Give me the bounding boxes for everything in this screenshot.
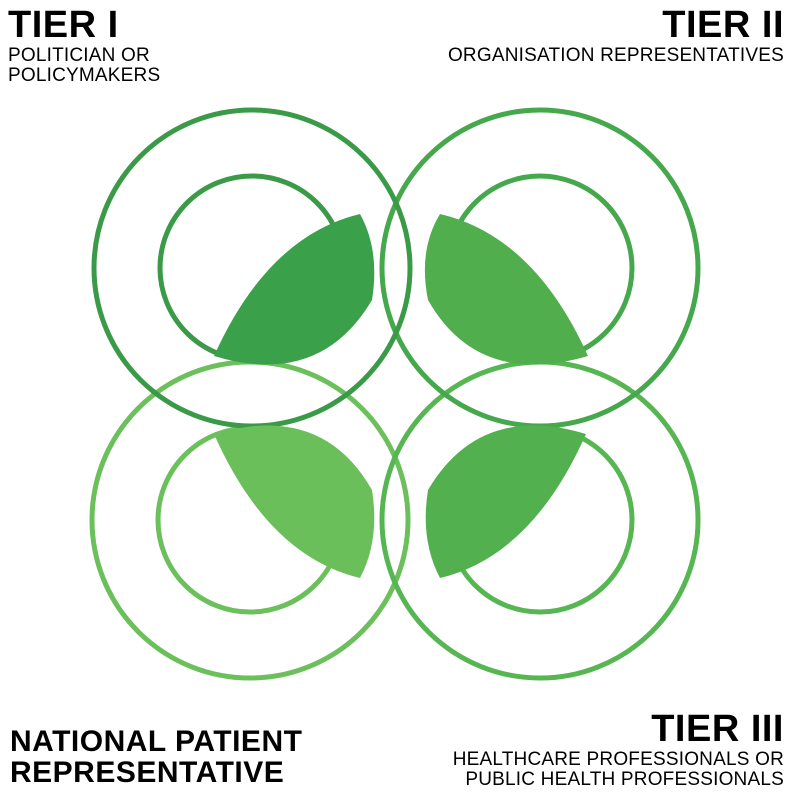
tier3-title: TIER III [651, 708, 784, 750]
tier2-label: TIER II ORGANISATION REPRESENTATIVES [448, 6, 784, 66]
tier1-title: TIER I [8, 4, 119, 46]
tier1-label: TIER I POLITICIAN OR POLICYMAKERS [8, 6, 160, 86]
tier1-subtitle-line1: POLITICIAN OR [8, 45, 150, 66]
tier1-subtitle-line2: POLICYMAKERS [8, 65, 161, 86]
tier1-leaf [214, 214, 375, 365]
tier3-subtitle-line1: HEALTHCARE PROFESSIONALS OR [452, 749, 784, 770]
patient-label: NATIONAL PATIENT REPRESENTATIVE [10, 726, 302, 788]
patient-title-line2: REPRESENTATIVE [10, 756, 285, 789]
patient-leaf [214, 425, 375, 578]
tier3-label: TIER III HEALTHCARE PROFESSIONALS OR PUB… [453, 710, 784, 790]
tier3-subtitle-line2: PUBLIC HEALTH PROFESSIONALS [465, 769, 784, 790]
tier2-leaf [424, 214, 588, 365]
tier1-ring-outer [91, 107, 413, 429]
tier2-title: TIER II [662, 4, 784, 46]
tier2-subtitle-line1: ORGANISATION REPRESENTATIVES [447, 45, 784, 66]
tier3-leaf [425, 425, 586, 578]
patient-title-line1: NATIONAL PATIENT [10, 725, 303, 758]
